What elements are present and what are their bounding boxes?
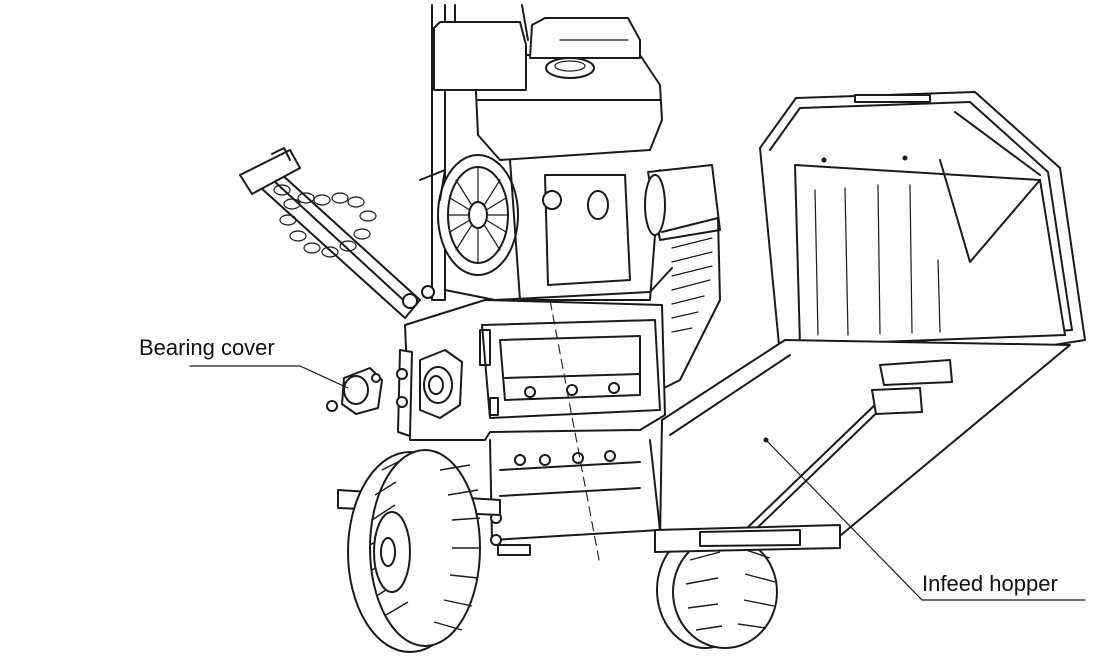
left-wheel bbox=[347, 449, 481, 653]
tow-bar bbox=[239, 147, 435, 319]
safety-chain bbox=[273, 184, 377, 258]
side-vents bbox=[659, 217, 721, 391]
bearing-assembly bbox=[396, 349, 463, 437]
right-wheel bbox=[656, 531, 778, 649]
infeed-hopper bbox=[654, 91, 1086, 553]
bearing-cover-part bbox=[326, 367, 383, 415]
infeed-hopper-label: Infeed hopper bbox=[922, 571, 1058, 596]
leader-infeed-hopper bbox=[765, 439, 1086, 601]
leader-bearing-cover bbox=[189, 365, 349, 389]
chipper-housing bbox=[337, 299, 666, 556]
engine bbox=[419, 17, 721, 301]
bearing-cover-label: Bearing cover bbox=[139, 335, 275, 360]
